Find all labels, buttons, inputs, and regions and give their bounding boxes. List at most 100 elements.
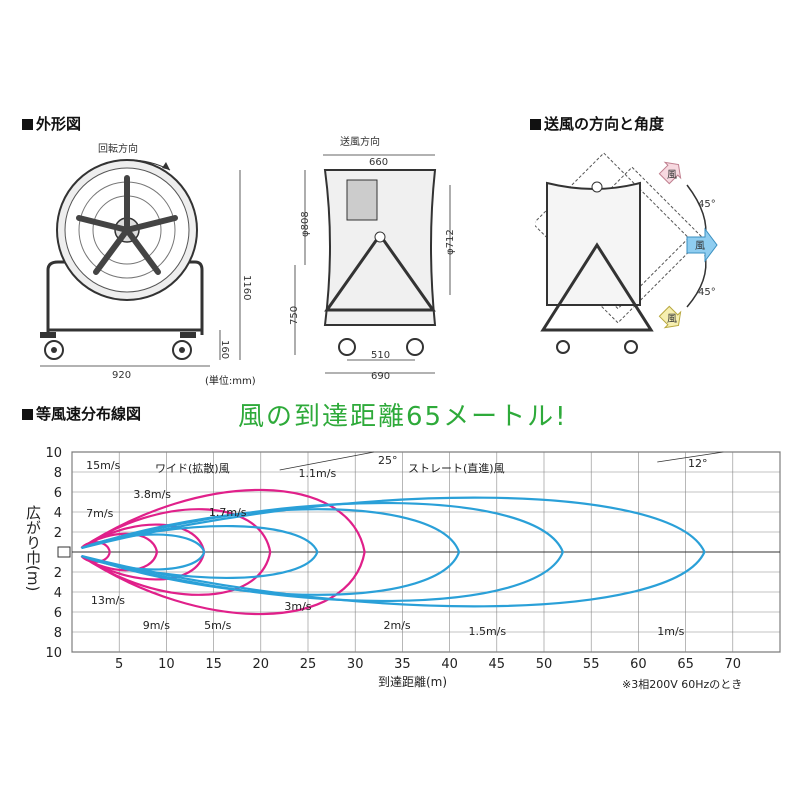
y-tick-label: 10	[45, 446, 62, 461]
angle-down-label: 45°	[698, 287, 716, 298]
caster-left	[338, 338, 356, 356]
arrow-head-icon	[162, 162, 170, 170]
caster-left	[40, 332, 64, 360]
y-tick-label: 6	[54, 606, 62, 621]
y-axis-label: 広がり巾(m)	[24, 505, 42, 592]
distribution-chart: 10 8 6 4 2 2 4 6 8 10 5 10 15 20 25 30 35 40 45 50 55 60 65 70…	[45, 446, 781, 672]
x-tick-label: 50	[536, 657, 553, 672]
chart-curves	[57, 488, 706, 616]
fan-blades	[76, 175, 178, 275]
wind-label-center: 風	[695, 240, 705, 252]
frame-right	[185, 260, 204, 335]
speed-label: 1.5m/s	[468, 625, 506, 638]
x-tick-label: 5	[115, 657, 123, 672]
speed-label: 1m/s	[657, 625, 684, 638]
triangle-stand	[324, 232, 436, 312]
isoline-straight	[81, 496, 706, 608]
side-direction-label: 送風方向	[340, 135, 380, 148]
headline: 風の到達距離65メートル!	[238, 402, 568, 432]
wide-angle-guide	[279, 451, 375, 471]
x-tick-label: 15	[205, 657, 222, 672]
wind-label-down: 風	[667, 313, 677, 325]
speed-label: 2m/s	[384, 619, 411, 632]
speed-label: 9m/s	[143, 619, 170, 632]
dim-height: 1160	[241, 275, 252, 300]
wind-arrow-up-icon	[658, 161, 682, 185]
caster-right	[406, 338, 424, 356]
y-tick-label: 10	[45, 646, 62, 661]
isoline-straight	[81, 501, 565, 603]
speed-label: 13m/s	[91, 594, 125, 607]
airflow-section-title: 送風の方向と角度	[530, 113, 664, 134]
side-view-drawing: 送風方向 660 φ808 φ712 750 510 690	[289, 135, 456, 380]
wide-angle: 25°	[378, 454, 398, 467]
isoline-wide	[80, 532, 159, 572]
dim-660: 660	[369, 157, 388, 168]
fan-drum	[323, 169, 437, 326]
isoline-wide	[80, 508, 272, 596]
fan-drum	[546, 181, 641, 306]
pivot-knob-icon	[374, 231, 386, 243]
straight-label: ストレート(直進)風	[408, 461, 505, 475]
y-tick-label: 8	[54, 466, 62, 481]
rotation-label: 回転方向	[98, 142, 138, 155]
y-tick-label: 2	[54, 566, 62, 581]
isoline-straight	[81, 524, 319, 580]
footnote: ※3相200V 60Hzのとき	[622, 678, 743, 691]
wind-arrow-down-icon	[658, 305, 682, 329]
front-view-drawing: 回転方向 1160 160 920	[40, 142, 252, 380]
square-bullet-icon	[530, 119, 541, 130]
dim-690: 690	[371, 371, 390, 380]
speed-label: 5m/s	[204, 619, 231, 632]
triangle-stand	[540, 242, 654, 332]
nozzle-icon	[57, 546, 71, 558]
y-tick-label: 6	[54, 486, 62, 501]
chart-labels: 15m/s13m/s7m/s3.8m/s9m/s1.7m/s1.1m/s5m/s…	[86, 451, 724, 638]
speed-label: 1.1m/s	[299, 467, 337, 480]
airflow-drawing: 45° 45° 風 風 風	[535, 152, 718, 354]
y-tick-label: 2	[54, 526, 62, 541]
x-tick-label: 45	[489, 657, 506, 672]
dim-750: 750	[289, 306, 300, 325]
distribution-section-title: 等風速分布線図	[22, 403, 141, 424]
speed-label: 3m/s	[284, 600, 311, 613]
x-tick-label: 10	[158, 657, 175, 672]
y-tick-label: 8	[54, 626, 62, 641]
x-tick-label: 35	[394, 657, 411, 672]
wind-label-up: 風	[667, 169, 677, 181]
speed-label: 7m/s	[86, 507, 113, 520]
dim-808: φ808	[300, 211, 311, 237]
square-bullet-icon	[22, 119, 33, 130]
angle-arc-down	[686, 254, 707, 308]
y-tick-label: 4	[54, 586, 62, 601]
x-tick-label: 70	[725, 657, 742, 672]
dim-width: 920	[112, 370, 131, 380]
x-tick-label: 20	[253, 657, 270, 672]
wind-arrow-center-icon	[686, 227, 718, 263]
y-axis-ticks: 10 8 6 4 2 2 4 6 8 10	[45, 446, 62, 661]
speed-label: 3.8m/s	[133, 488, 171, 501]
caster-left	[556, 340, 570, 354]
x-tick-label: 65	[677, 657, 694, 672]
x-tick-label: 55	[583, 657, 600, 672]
x-tick-label: 60	[630, 657, 647, 672]
speed-label: 15m/s	[86, 459, 120, 472]
wide-label: ワイド(拡散)風	[155, 461, 230, 475]
outline-section-title: 外形図	[22, 113, 81, 134]
pivot-knob-icon	[591, 181, 603, 193]
angle-up-label: 45°	[698, 199, 716, 210]
straight-angle-guide	[657, 451, 724, 463]
straight-angle: 12°	[688, 457, 708, 470]
dim-caster: 160	[219, 340, 230, 359]
motor-housing	[346, 179, 378, 221]
x-tick-label: 40	[441, 657, 458, 672]
chart-grid	[71, 451, 781, 653]
y-tick-label: 4	[54, 506, 62, 521]
square-bullet-icon	[22, 409, 33, 420]
x-axis-ticks: 5 10 15 20 25 30 35 40 45 50 55 60 65 70	[115, 657, 741, 672]
dim-510: 510	[371, 350, 390, 361]
unit-note: (単位:mm)	[205, 376, 256, 387]
x-tick-label: 30	[347, 657, 364, 672]
x-axis-label: 到達距離(m)	[378, 675, 448, 689]
x-tick-label: 25	[300, 657, 317, 672]
